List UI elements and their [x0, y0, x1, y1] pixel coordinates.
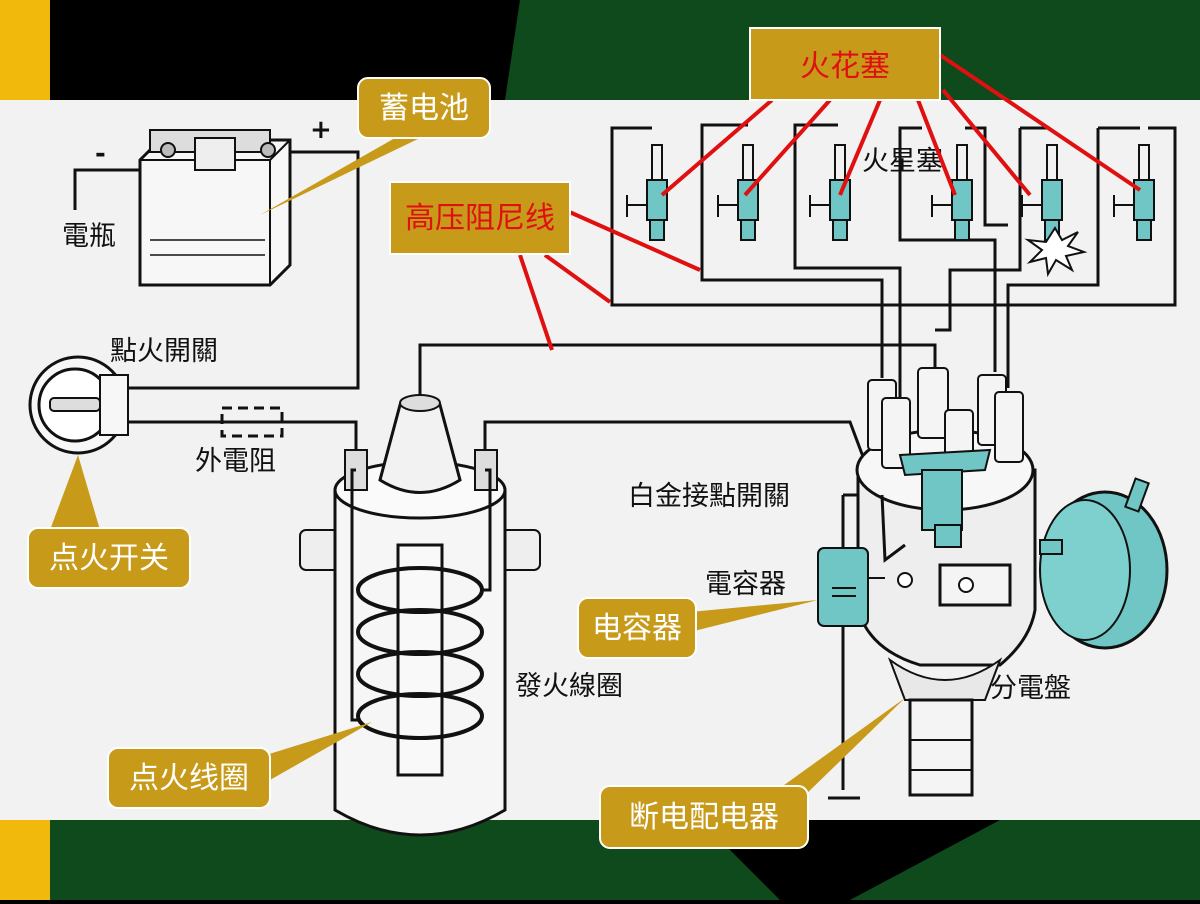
capacitor-label: 電容器: [705, 569, 786, 600]
spark-plug-callout-text: 火花塞: [800, 49, 890, 84]
hv-wire-callout: 高压阻尼线: [389, 181, 571, 255]
ignition-coil-callout-text: 点火线圈: [129, 761, 249, 796]
capacitor-callout: 电容器: [577, 597, 818, 659]
coil-label: 發火線圈: [515, 671, 623, 702]
battery-minus-sign: -: [95, 139, 106, 169]
capacitor-icon: [817, 547, 885, 627]
battery-callout-text: 蓄电池: [379, 91, 469, 126]
resistor-icon: [220, 406, 284, 438]
low-voltage-wiring: [73, 150, 882, 800]
spark-plug-callout: 火花塞: [749, 27, 941, 101]
ignition-switch-callout-text: 点火开关: [49, 541, 169, 576]
ignition-coil-callout: 点火线圈: [107, 722, 372, 809]
ignition-switch-label: 點火開關: [110, 336, 218, 367]
gold-bar-top: [0, 0, 50, 100]
ignition-switch-callout: 点火开关: [27, 455, 191, 589]
hv-wire-callout-text: 高压阻尼线: [405, 201, 555, 236]
distributor-callout-text: 断电配电器: [629, 800, 779, 835]
distributor-icon: [855, 367, 1169, 797]
distributor-label: 分電盤: [990, 673, 1071, 704]
battery-label: 電瓶: [62, 221, 116, 252]
gold-bar-bottom: [0, 820, 50, 900]
hv-wire-pointers: [518, 208, 701, 351]
high-voltage-wiring: [418, 123, 1177, 460]
spark-icon: [1024, 226, 1088, 278]
ignition-switch-icon: [28, 355, 129, 455]
spark-plug-pointers: [660, 53, 1142, 197]
distributor-callout: 断电配电器: [599, 698, 905, 849]
battery-callout: 蓄电池: [260, 77, 491, 215]
capacitor-callout-text: 电容器: [592, 611, 682, 646]
spark-plug-label: 火星塞: [862, 146, 943, 177]
spark-plug-icon: [626, 144, 1155, 241]
battery-icon: [138, 129, 292, 287]
resistor-label: 外電阻: [195, 446, 276, 477]
breaker-points-label: 白金接點開關: [628, 481, 790, 512]
battery-plus-sign: +: [310, 115, 332, 145]
ignition-coil-icon: [299, 394, 541, 837]
